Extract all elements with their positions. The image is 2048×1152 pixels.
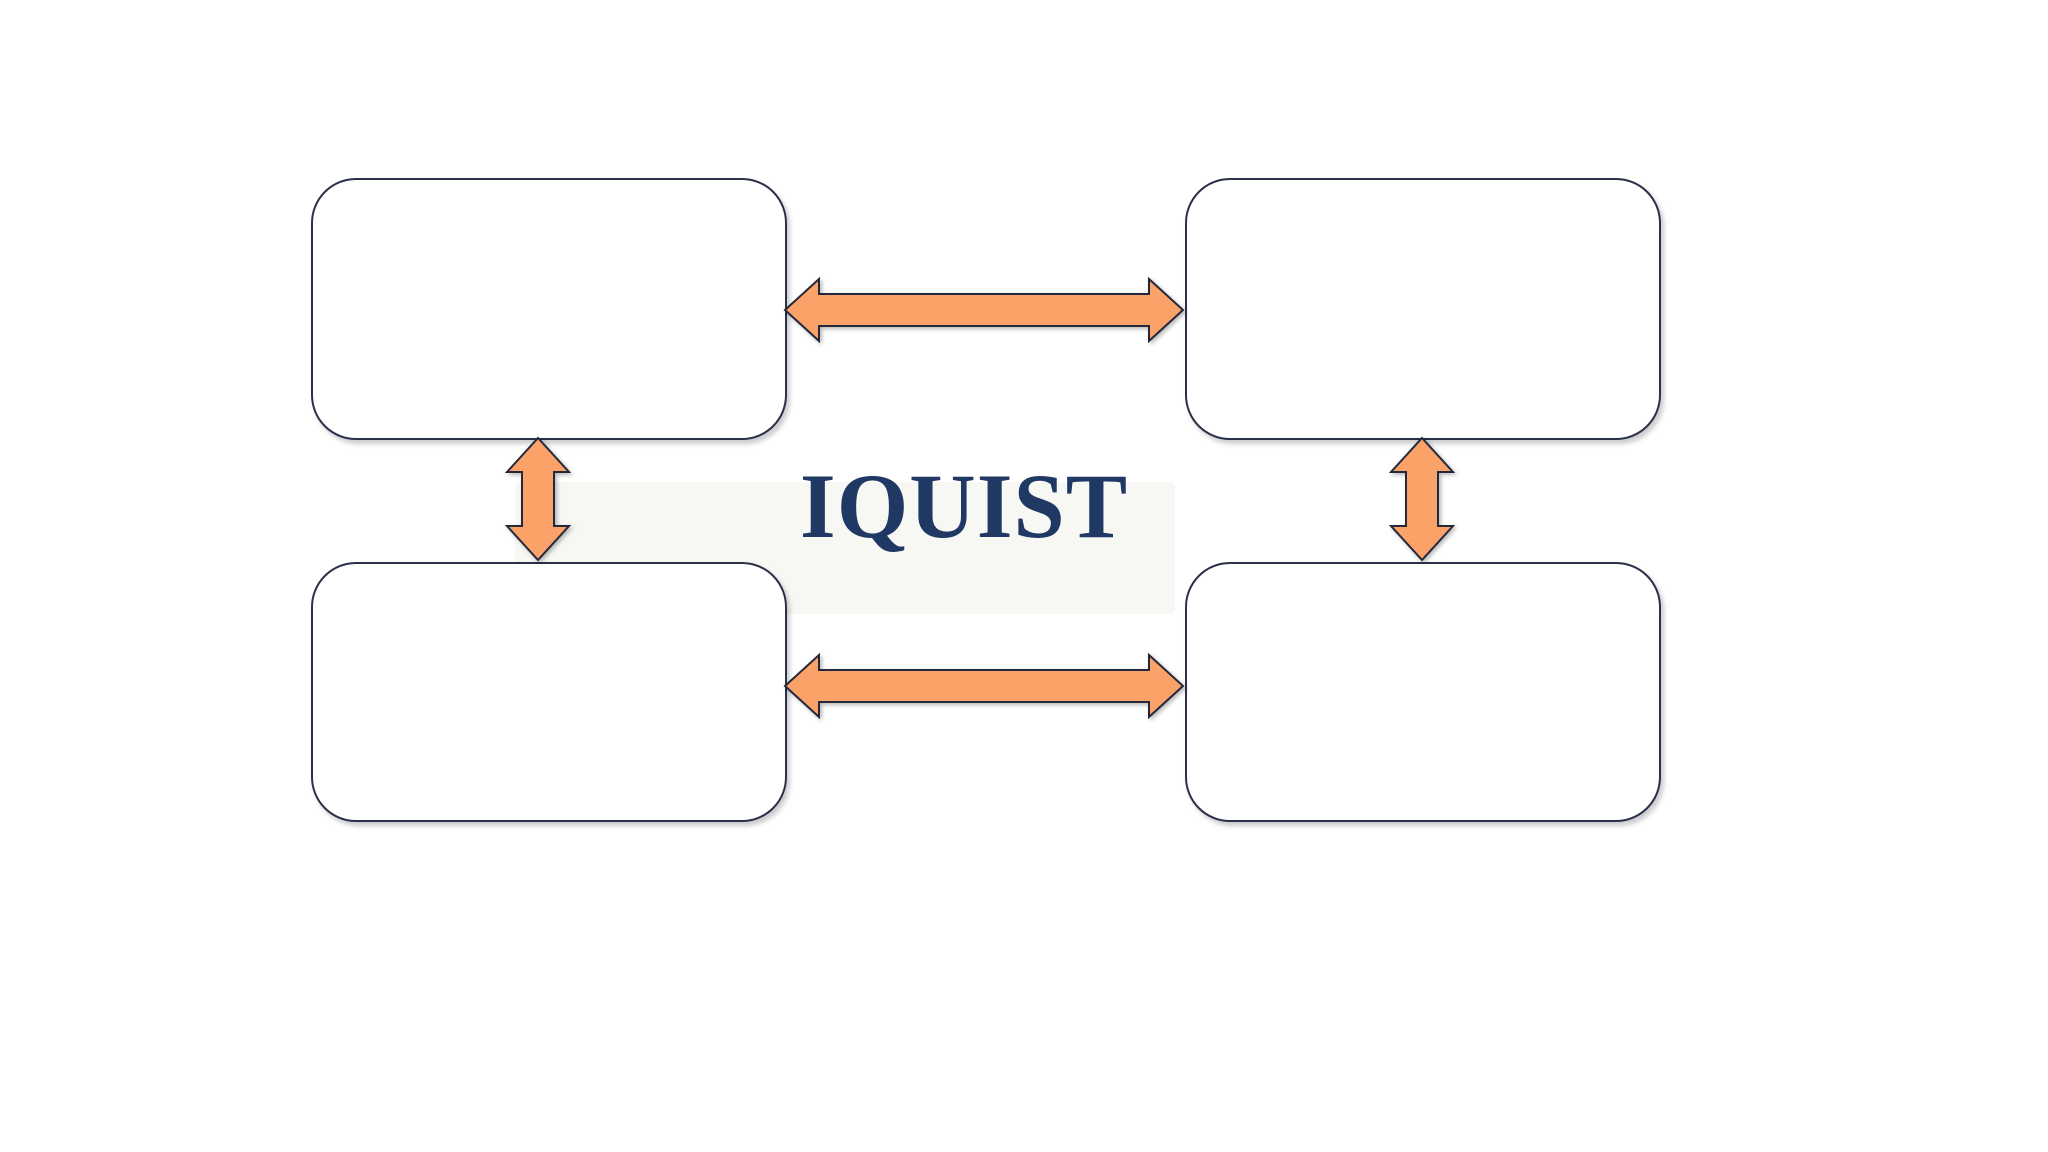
box-bottom-left (311, 562, 787, 822)
box-bottom-left-label (313, 564, 785, 820)
box-bottom-right (1185, 562, 1661, 822)
box-top-right (1185, 178, 1661, 440)
double-arrow-vertical-left-icon (505, 436, 571, 562)
box-top-left-label (313, 180, 785, 438)
double-arrow-horizontal-top-icon (783, 277, 1185, 343)
box-bottom-right-label (1187, 564, 1659, 820)
box-top-right-label (1187, 180, 1659, 438)
box-top-left (311, 178, 787, 440)
diagram-title: IQUIST (799, 455, 1129, 557)
double-arrow-horizontal-bottom-icon (783, 653, 1185, 719)
double-arrow-vertical-right-icon (1389, 436, 1455, 562)
